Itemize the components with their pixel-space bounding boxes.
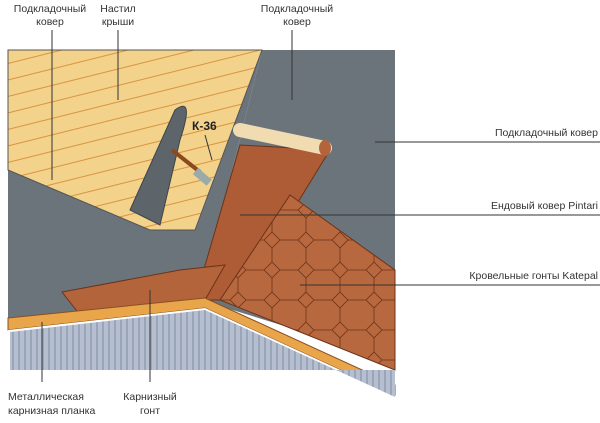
label-underlay-top-center: Подкладочный — [261, 3, 334, 15]
label-metal-drip-edge-2: карнизная планка — [8, 405, 95, 417]
label-k36: К-36 — [192, 119, 217, 133]
label-underlay-top-left-2: ковер — [36, 16, 64, 28]
label-eave-shingle-2: гонт — [140, 405, 160, 417]
roof-deck — [7, 49, 263, 231]
label-roof-deck-2: крыши — [102, 16, 134, 28]
underlay-roll — [129, 105, 187, 226]
label-eave-shingle: Карнизный — [123, 391, 177, 403]
label-underlay-right: Подкладочный ковер — [495, 127, 598, 139]
label-underlay-top-left: Подкладочный — [14, 3, 87, 15]
label-metal-drip-edge: Металлическая — [8, 391, 84, 403]
label-underlay-top-center-2: ковер — [283, 16, 311, 28]
label-roof-deck: Настил — [100, 3, 135, 15]
trowel-icon — [170, 148, 212, 186]
label-valley-carpet: Ендовый ковер Pintari — [491, 200, 598, 212]
label-shingles: Кровельные гонты Katepal — [469, 270, 598, 282]
fascia-wall — [10, 310, 205, 370]
leader-line — [204, 134, 213, 161]
fascia-wall-right — [205, 310, 395, 397]
roller-icon — [233, 123, 332, 156]
